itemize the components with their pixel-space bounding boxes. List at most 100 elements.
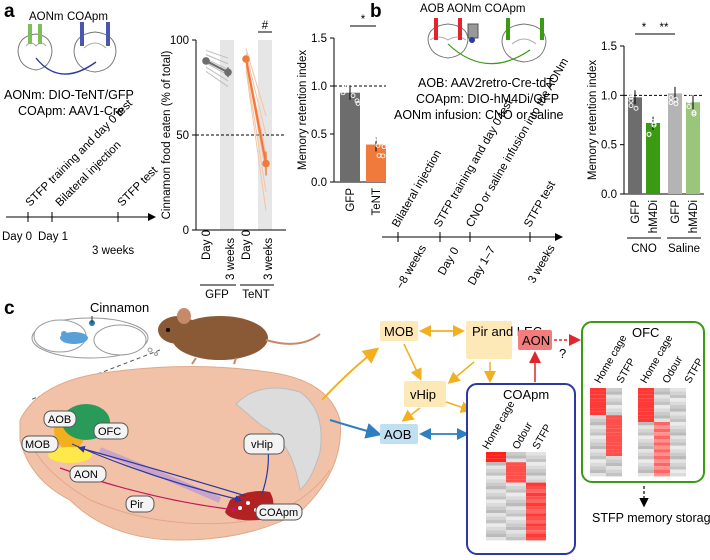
node-vhip: vHip xyxy=(410,387,436,402)
bar-hm4di xyxy=(646,122,660,194)
data-point xyxy=(381,144,387,150)
heatmap-cell xyxy=(606,452,622,456)
heatmap-cell xyxy=(638,442,654,446)
heatmap-cell xyxy=(670,449,686,453)
x-tick-label: GFP xyxy=(670,200,682,224)
heatmap-cell xyxy=(590,442,606,446)
bar-hm4di xyxy=(686,102,700,194)
bar-tent xyxy=(366,144,386,182)
heatmap-cell xyxy=(526,537,546,541)
mean-line-GFP xyxy=(205,59,229,74)
node-aon: AON xyxy=(522,333,550,348)
heatmap-cell xyxy=(654,452,670,456)
data-point xyxy=(370,130,376,136)
group-label: TeNT xyxy=(242,289,269,301)
outcome-line: STFP memory storage and recall xyxy=(592,511,710,525)
heatmap-cell xyxy=(506,465,526,469)
heatmap-cell xyxy=(590,466,606,470)
timeline-a: STFP training and day 0 test Bilateral i… xyxy=(2,97,161,257)
heatmap-cell xyxy=(590,418,606,422)
heatmap-cell xyxy=(606,394,622,399)
heatmap-cell xyxy=(670,462,686,467)
x-tick-label: TeNT xyxy=(371,188,383,215)
data-point xyxy=(691,111,697,117)
heatmap-cell xyxy=(590,432,606,436)
heatmap-cell xyxy=(506,526,526,531)
heatmap-cell xyxy=(590,473,606,477)
heatmap-cell xyxy=(486,452,506,456)
y-axis-label: Memory retention index xyxy=(297,50,309,170)
heatmap-cell xyxy=(526,452,546,456)
brain-label-vhip: vHip xyxy=(251,439,273,451)
b-virus-line-3: AONm infusion: CNO or saline xyxy=(394,108,564,122)
heatmap-cell xyxy=(506,475,526,480)
heatmap-cell xyxy=(590,456,606,460)
mean-line-TeNT xyxy=(244,58,268,164)
heatmap-cell xyxy=(526,509,546,514)
heatmap-cell xyxy=(638,405,654,409)
heatmap-cell xyxy=(506,452,526,456)
heatmap-cell xyxy=(638,449,654,453)
heatmap-cell xyxy=(506,462,526,466)
heatmap-cell xyxy=(606,442,622,446)
b-virus-line-1: AOB: AAV2retro-Cre-tdT xyxy=(418,76,554,90)
heatmap-cell xyxy=(526,469,546,473)
heatmap-cell xyxy=(526,455,546,459)
aonm-region-label: AONm xyxy=(29,11,64,23)
heatmap-cell xyxy=(606,425,622,429)
y-tick-label: 0.0 xyxy=(311,177,327,189)
sig-marker: * xyxy=(642,22,647,34)
heatmap-cell xyxy=(670,408,686,412)
x-tick-label: 3 weeks xyxy=(263,238,275,280)
heatmap-cell xyxy=(526,530,546,534)
a-virus-line-2: COApm: AAV1-Cre xyxy=(18,104,124,118)
heatmap-cell xyxy=(670,473,686,477)
heatmap-cell xyxy=(506,492,526,497)
heatmap-cell xyxy=(486,499,506,503)
heatmap-cell xyxy=(506,486,526,490)
heatmap-cell xyxy=(590,405,606,409)
heatmap-cell xyxy=(638,462,654,467)
heatmap-cell xyxy=(638,394,654,399)
data-point xyxy=(651,115,657,121)
heatmap-cell xyxy=(670,422,686,426)
heatmap-cell xyxy=(638,418,654,422)
data-point xyxy=(350,93,356,99)
data-point xyxy=(651,121,657,127)
heatmap-cell xyxy=(654,408,670,412)
heatmap-cell xyxy=(670,418,686,422)
data-point xyxy=(686,104,692,110)
heatmap-cell xyxy=(654,422,670,426)
ofc-heatmap xyxy=(590,388,686,477)
data-point xyxy=(371,137,377,143)
brain-label-coapm: COApm xyxy=(259,507,298,519)
x-tick-label: GFP xyxy=(345,188,357,212)
a-tick-3weeks: 3 weeks xyxy=(92,245,134,257)
a-virus-line-1: AONm: DIO-TeNT/GFP xyxy=(4,88,134,102)
heatmap-cell xyxy=(654,411,670,416)
b-virus-line-2: COApm: DIO-hM4Di/GFP xyxy=(416,92,559,106)
b-tick-day17: Day 1–7 xyxy=(466,244,498,287)
data-point xyxy=(354,98,360,104)
data-point xyxy=(668,95,674,101)
heatmap-cell xyxy=(526,513,546,517)
y-tick-label: 1.0 xyxy=(311,81,327,93)
heatmap-cell xyxy=(654,388,670,392)
subject-line xyxy=(245,65,267,193)
y-tick-label: 100 xyxy=(170,35,189,47)
heatmap-cell xyxy=(670,445,686,450)
heatmap-cell xyxy=(590,452,606,456)
heatmap-cell xyxy=(638,435,654,439)
data-point xyxy=(366,132,372,138)
y-tick-label: 0 xyxy=(183,225,189,237)
heatmap-cell xyxy=(638,408,654,412)
heatmap-cell xyxy=(654,466,670,470)
heatmap-cell xyxy=(654,425,670,429)
data-point xyxy=(646,108,652,114)
heatmap-cell xyxy=(590,422,606,426)
heatmap-cell xyxy=(486,523,506,527)
heatmap-cell xyxy=(606,415,622,419)
heatmap-cell xyxy=(590,469,606,473)
data-point xyxy=(628,97,634,103)
